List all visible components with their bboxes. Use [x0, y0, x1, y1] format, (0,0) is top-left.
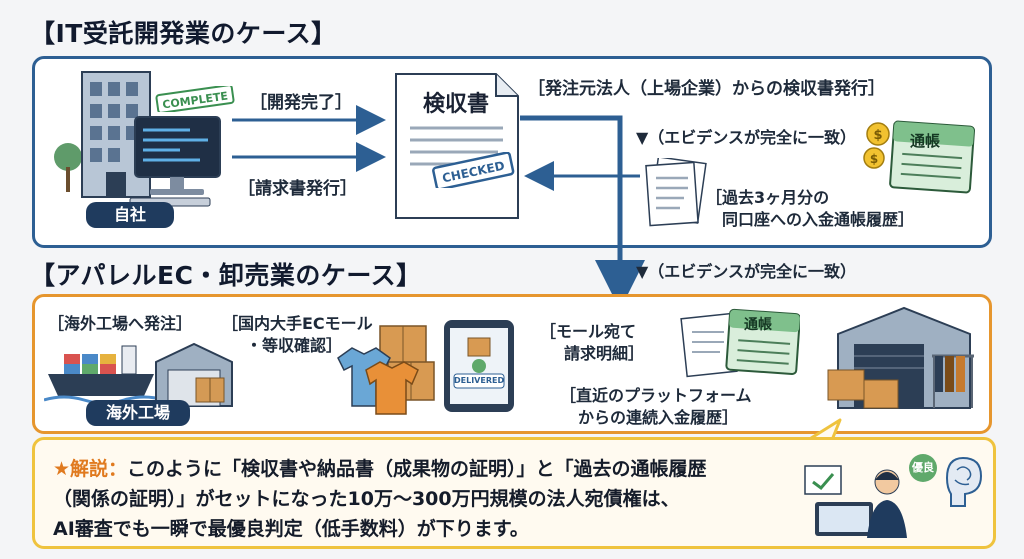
delivered-stamp: DELIVERED [454, 376, 505, 385]
step-invoice-issued: ［請求書発行］ [238, 179, 357, 199]
step-development-complete: ［開発完了］ [250, 93, 352, 113]
excellent-badge: 優良 [912, 461, 934, 474]
passbook-label-top: 通帳 [910, 132, 941, 150]
ship-factory-illustration [44, 342, 233, 407]
company-label: 自社 [86, 202, 174, 228]
tablet-delivered-icon [444, 320, 514, 412]
explanation-line3: AI審査でも一瞬で最優良判定（低手数料）が下ります。 [53, 518, 529, 540]
passbook-icon-top: $ $ [863, 120, 976, 194]
document-stack-icon [645, 158, 707, 227]
issuer-caption: ［発注元法人（上場企業）からの検収書発行］ [528, 79, 885, 99]
document-title: 検収書 [422, 92, 489, 117]
it-case-title: 【IT受託開発業のケース】 [30, 19, 337, 48]
explanation-text: ★解説：このように「検収書や納品書（成果物の証明）」と「過去の通帳履歴 （関係の… [53, 454, 707, 544]
deposit-history-line2: 同口座への入金通帳履歴］ [722, 210, 915, 229]
evidence-match-connector: ▼（エビデンスが完全に一致） [636, 262, 856, 281]
complete-stamp: COMPLETE [155, 86, 235, 112]
acceptance-document-icon [395, 73, 519, 219]
passbook-label-bottom: 通帳 [744, 317, 772, 333]
explanation-line1: このように「検収書や納品書（成果物の証明）」と「過去の通帳履歴 [127, 458, 707, 480]
apparel-case-title: 【アパレルEC・卸売業のケース】 [30, 261, 422, 290]
company-building-illustration [54, 71, 221, 207]
warehouse-illustration [827, 306, 974, 409]
mall-invoice-line1: ［モール宛て [540, 322, 637, 341]
deposit-history-line1: ［過去3ヶ月分の [706, 188, 830, 207]
ec-mall-line2: ・等収確認］ [246, 336, 343, 355]
explanation-line2: （関係の証明）」がセットになった10万〜300万円規模の法人宛債権は、 [53, 488, 680, 510]
ai-reviewer-illustration [804, 454, 983, 538]
evidence-match-top: ▼（エビデンスが完全に一致） [636, 128, 856, 147]
explanation-box: ★解説：このように「検収書や納品書（成果物の証明）」と「過去の通帳履歴 （関係の… [32, 437, 996, 549]
svg-text:$: $ [870, 152, 878, 166]
explanation-lead: ★解説： [53, 458, 128, 480]
checked-stamp: CHECKED [432, 152, 515, 188]
svg-text:$: $ [873, 128, 882, 143]
mall-invoice-line2: 請求明細］ [564, 344, 645, 363]
apparel-boxes-illustration [337, 325, 435, 415]
overseas-order-step: ［海外工場へ発注］ [48, 314, 193, 333]
platform-history-line1: ［直近のプラットフォーム [560, 386, 752, 405]
ec-mall-line1: ［国内大手ECモール [222, 314, 373, 333]
platform-history-line2: からの連続入金履歴］ [578, 408, 739, 427]
overseas-factory-label: 海外工場 [86, 400, 190, 426]
passbook-icon-bottom [680, 308, 800, 378]
